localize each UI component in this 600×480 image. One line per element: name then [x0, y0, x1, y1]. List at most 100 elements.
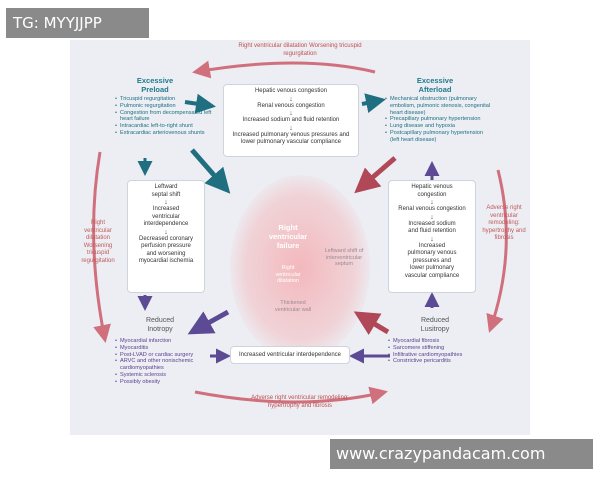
right-box-s1b: congestion [417, 191, 447, 198]
arrow-heart-to-inotropy [187, 309, 230, 335]
heart-title-3: failure [276, 241, 300, 250]
list-item: Possibly obesity [115, 379, 215, 386]
top-cycle-line1: Right ventricular dilatation [238, 43, 308, 49]
afterload-title-2: Afterload [418, 85, 452, 94]
list-item: Lung disease and hypoxia [385, 123, 493, 130]
right-cycle-l6: and [515, 227, 526, 234]
top-flow-box: Hepatic venous congestion ↓ Renal venous… [223, 84, 359, 157]
lusitropy-title: Reduced Lusitropy [405, 316, 465, 334]
right-cycle-label: Adverse right ventricular remodeling: hy… [482, 205, 526, 243]
dilation-2: ventricular [275, 271, 301, 278]
down-arrow-icon: ↓ [289, 110, 293, 117]
down-arrow-icon: ↓ [164, 199, 168, 206]
down-arrow-icon: ↓ [164, 228, 168, 236]
right-cycle-l2: right [510, 205, 522, 211]
watermark-top: TG: MYYJJPP [6, 8, 149, 38]
list-item: Intracardiac left-to-right shunt [115, 123, 213, 130]
down-arrow-icon: ↓ [430, 199, 434, 206]
list-item: Myocarditis [115, 345, 215, 352]
left-box-s1a: Leftward [154, 184, 178, 190]
top-box-step3: Increased sodium and fluid retention [242, 117, 340, 123]
dilation-3: dilatation [276, 278, 300, 284]
afterload-list: Mechanical obstruction (pulmonary emboli… [385, 96, 493, 144]
top-box-step4a: Increased pulmonary venous pressures and [232, 131, 350, 138]
right-box-s4b: pulmonary venous [407, 250, 457, 256]
preload-list: Tricuspid regurgitation Pulmonic regurgi… [115, 96, 213, 137]
lusitropy-title-2: Lusitropy [420, 326, 450, 333]
down-arrow-icon: ↓ [430, 235, 434, 243]
inotropy-title: Reduced Inotropy [130, 316, 190, 334]
inotropy-title-1: Reduced [145, 317, 175, 324]
arrow-left-cycle [92, 151, 111, 343]
left-box-s2c: interdependence [143, 221, 189, 227]
arrow-top-cycle [192, 60, 376, 79]
septum-1: Leftward shift of [324, 248, 364, 254]
left-cycle-l6: regurgitation [81, 257, 115, 264]
inotropy-title-2: Inotropy [147, 326, 173, 333]
arrow-preload-to-heart [190, 148, 231, 194]
right-cycle-l7: fibrosis [494, 235, 514, 241]
inotropy-list: Myocardial infarction Myocarditis Post-L… [115, 338, 215, 386]
list-item: Tricuspid regurgitation [115, 96, 213, 103]
septum-label: Leftward shift of interventricular septu… [318, 248, 370, 268]
watermark-bottom: www.crazypandacam.com [330, 439, 593, 469]
wall-1: Thickened [280, 300, 306, 306]
right-box-s3a: Increased sodium [408, 220, 456, 227]
list-item: Mechanical obstruction (pulmonary emboli… [385, 96, 493, 116]
right-cycle-l3: ventricular [490, 212, 518, 219]
left-cycle-l3: dilatation [85, 235, 111, 241]
bottom-flow-box: Increased ventricular interdependence [230, 346, 350, 364]
down-arrow-icon: ↓ [430, 213, 434, 221]
dilatation-label: Right ventricular dilatation [268, 265, 308, 285]
arrow-afterload-to-heart [354, 156, 397, 194]
wall-label: Thickened ventricular wall [268, 300, 318, 313]
left-box-s3d: myocardial ischemia [138, 258, 194, 264]
cycle-arrows [92, 60, 508, 405]
right-box-s4d: lower pulmonary [409, 265, 455, 271]
right-cycle-l1: Adverse [486, 205, 509, 211]
top-cycle-label: Right ventricular dilatation Worsening t… [230, 43, 370, 58]
lusitropy-title-1: Reduced [420, 317, 450, 324]
down-arrow-icon: ↓ [289, 95, 293, 103]
top-box-step2: Renal venous congestion [257, 102, 325, 109]
afterload-title-1: Excessive [416, 76, 454, 85]
list-item: Myocardial fibrosis [388, 338, 493, 345]
bottom-cycle-label: Adverse right ventricular remodeling: hy… [235, 395, 365, 410]
list-item: Post-LVAD or cardiac surgery [115, 352, 215, 359]
list-item: Systemic sclerosis [115, 372, 215, 379]
list-item: Postcapillary pulmonary hypertension (le… [385, 130, 493, 144]
left-box-s2a: Increased [152, 206, 180, 212]
list-item: Extracardiac arteriovenous shunts [115, 130, 213, 137]
arrow-lusitropy-to-heart [353, 311, 390, 336]
right-box-s2: Renal venous congestion [398, 206, 466, 212]
heart-title-1: Right [278, 223, 298, 232]
dilation-1: Right [281, 265, 295, 271]
left-cycle-l5: tricuspid [86, 250, 110, 256]
arrow-bottom-cycle [194, 386, 388, 405]
preload-title-1: Excessive [136, 76, 174, 85]
right-box-s3b: and fluid retention [408, 228, 456, 234]
left-box-s1b: septal shift [151, 191, 181, 198]
heart-illustration [230, 175, 370, 360]
top-cycle-line2: Worsening tricuspid regurgitation [283, 43, 362, 57]
arrow-right-cycle [486, 169, 508, 333]
right-box-s1a: Hepatic venous [411, 184, 453, 190]
list-item: Constrictive pericarditis [388, 358, 493, 365]
bottom-cycle-line2: remodeling: hypertrophy and fibrosis [267, 395, 349, 409]
diagram-figure: Right ventricular dilatation Worsening t… [70, 40, 530, 435]
right-box-s4a: Increased [418, 242, 446, 249]
wall-2: ventricular wall [274, 306, 312, 313]
left-cycle-l4: Worsening [83, 242, 113, 249]
heart-title-2: ventricular [268, 232, 308, 241]
down-arrow-icon: ↓ [289, 124, 293, 132]
left-box-s2b: ventricular [152, 213, 180, 220]
list-item: Pulmonic regurgitation [115, 103, 213, 110]
preload-title: Excessive Preload [125, 76, 185, 94]
left-cycle-label: Right ventricular dilatation Worsening t… [78, 220, 118, 265]
left-flow-box: Leftward septal shift ↓ Increased ventri… [127, 180, 205, 293]
left-cycle-l2: ventricular [84, 227, 112, 234]
list-item: Congestion from decompensated left heart… [115, 110, 213, 124]
lusitropy-list: Myocardial fibrosis Sarcomere stiffening… [388, 338, 493, 365]
right-cycle-l4: remodeling: [488, 220, 520, 226]
preload-title-2: Preload [141, 85, 169, 94]
